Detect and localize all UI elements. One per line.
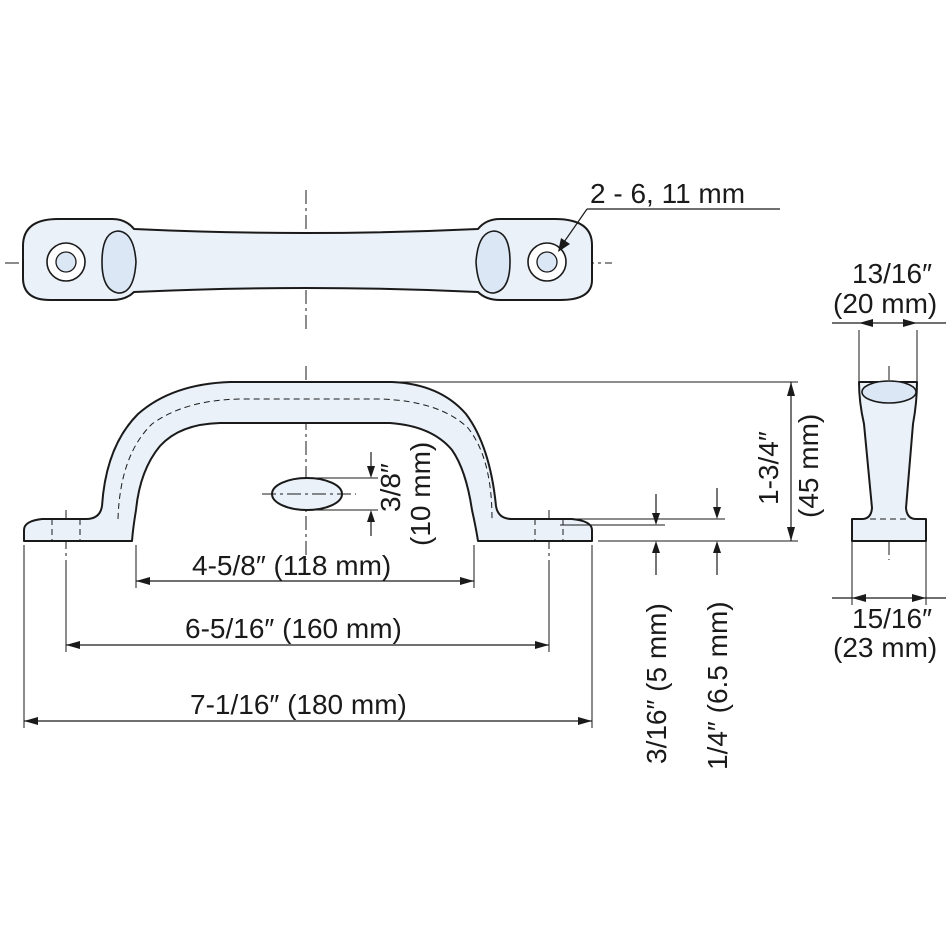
top-view-handle-body [22,218,593,301]
side-view-top-crown [861,380,917,404]
top-view: 2 - 6, 11 mm [5,178,780,332]
left-mounting-hole [46,242,86,282]
base-width-in-label: 15/16″ [852,603,932,634]
top-view-right-boss [475,230,511,294]
oval-height-dimension: 3/8″ (10 mm) [312,442,436,546]
top-width-mm-label: (20 mm) [833,288,937,319]
height-dimension: 1-3/4″ (45 mm) [310,381,824,542]
base-width-dimension: 15/16″ (23 mm) [832,541,946,663]
front-view-hidden-edge [117,398,493,520]
hole-pitch-label: 6-5/16″ (160 mm) [185,613,402,644]
oval-height-mm-label: (10 mm) [405,442,436,546]
foot-thickness-a-label: 3/16″ (5 mm) [641,603,672,764]
top-view-left-boss [101,230,137,294]
height-in-label: 1-3/4″ [753,431,784,505]
top-width-dimension: 13/16″ (20 mm) [832,258,946,382]
holes-callout-label: 2 - 6, 11 mm [590,178,745,209]
base-width-mm-label: (23 mm) [833,632,937,663]
right-mounting-hole [527,242,567,282]
overall-length-label: 7-1/16″ (180 mm) [190,689,407,720]
foot-thickness-dimensions: 3/16″ (5 mm) 1/4″ (6.5 mm) [560,488,733,770]
side-view-handle-body [851,381,927,542]
top-width-in-label: 13/16″ [852,258,932,289]
grip-span-dimension: 4-5/8″ (118 mm) [135,545,475,588]
foot-thickness-b-label: 1/4″ (6.5 mm) [702,601,733,770]
side-view [851,366,927,560]
holes-callout-leader [558,208,780,252]
front-view-handle-body [23,381,593,542]
overall-length-dimension: 7-1/16″ (180 mm) [23,545,593,728]
hole-pitch-dimension: 6-5/16″ (160 mm) [65,560,550,652]
height-mm-label: (45 mm) [793,414,824,518]
grip-span-label: 4-5/8″ (118 mm) [192,550,391,581]
oval-height-in-label: 3/8″ [375,463,406,512]
front-view [23,366,593,560]
